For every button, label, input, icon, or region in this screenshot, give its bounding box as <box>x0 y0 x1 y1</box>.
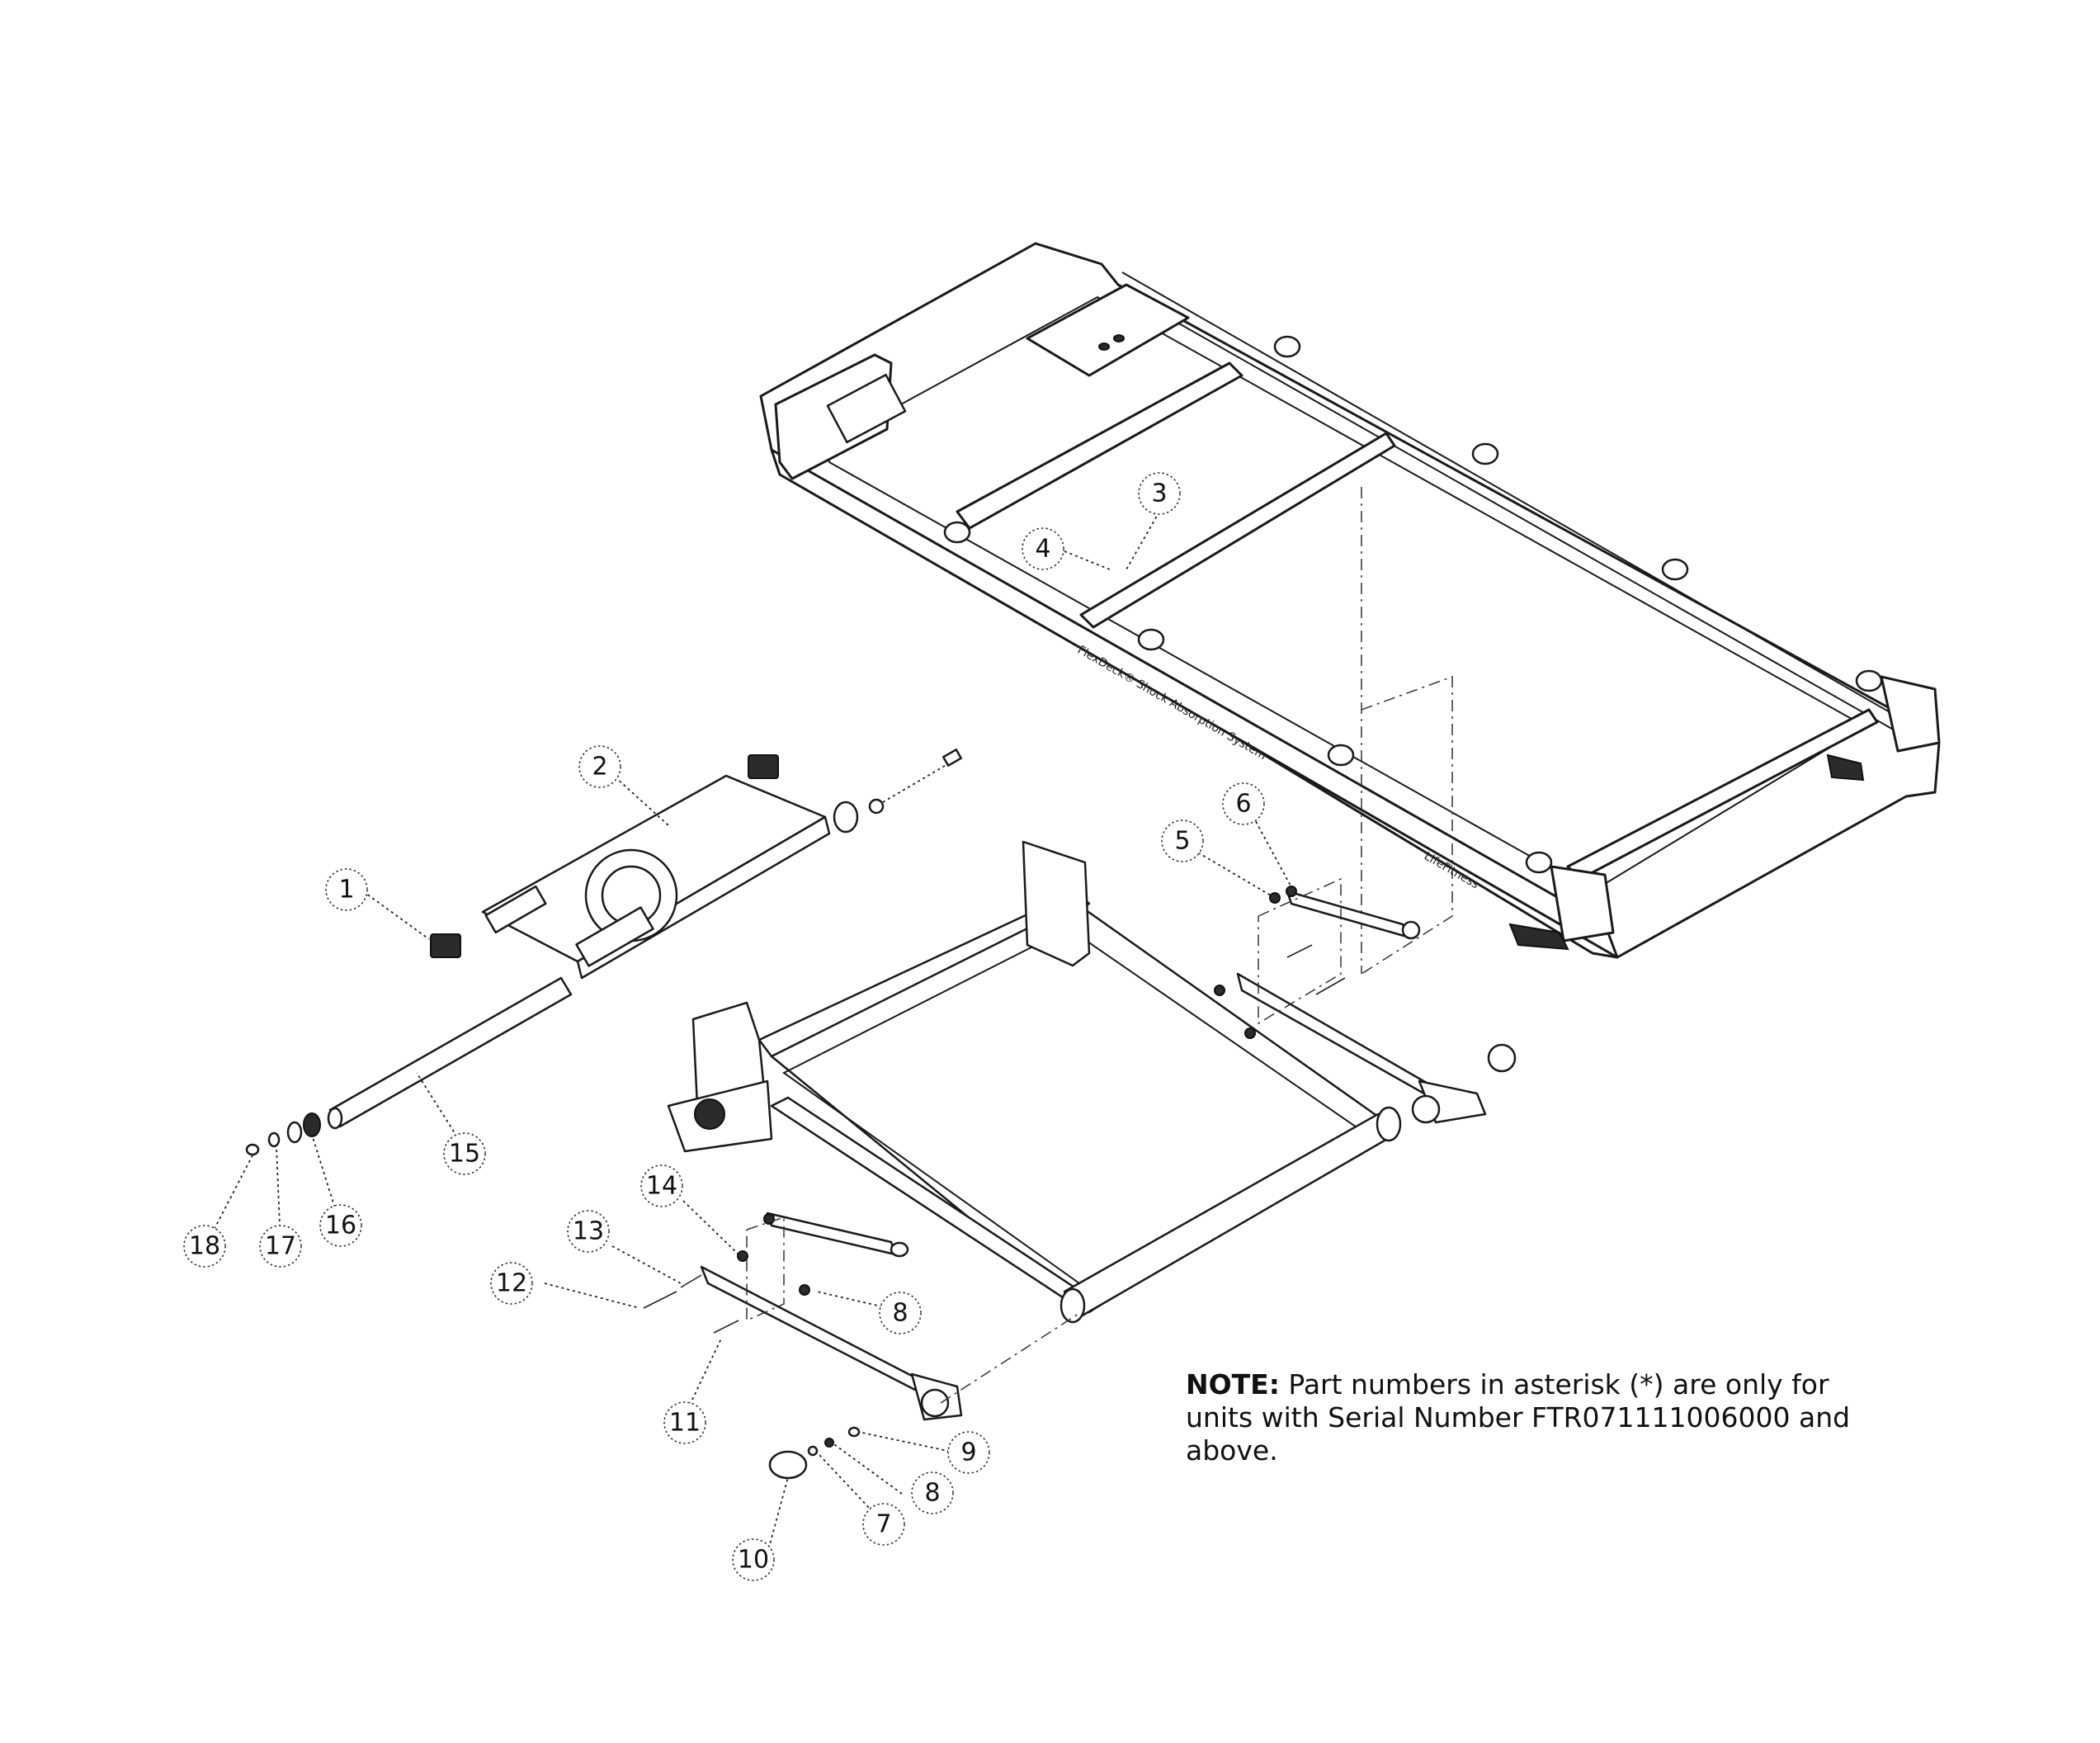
svg-text:15: 15 <box>449 1140 480 1169</box>
callout-2: 2 <box>578 745 621 788</box>
leader-lines <box>205 511 1292 1561</box>
svg-text:8: 8 <box>892 1299 908 1328</box>
callout-17: 17 <box>259 1225 302 1268</box>
svg-text:14: 14 <box>646 1172 677 1201</box>
svg-text:1: 1 <box>338 876 354 905</box>
pivot-assembly <box>430 749 963 980</box>
main-frame: FlexDeck® Shock Absorption System LifeFi… <box>759 242 1941 975</box>
lower-frame <box>667 840 1402 1324</box>
callout-12: 12 <box>490 1262 533 1305</box>
svg-text:5: 5 <box>1174 827 1190 856</box>
svg-text:12: 12 <box>496 1269 527 1298</box>
callout-18: 18 <box>183 1225 226 1268</box>
callout-8-lower: 8 <box>911 1471 954 1514</box>
right-link-arm <box>1214 877 1517 1124</box>
callout-14: 14 <box>640 1164 683 1207</box>
svg-text:16: 16 <box>325 1212 356 1240</box>
callout-13: 13 <box>567 1210 610 1253</box>
note-line-3: above. <box>1186 1434 1278 1467</box>
callout-9: 9 <box>947 1431 990 1474</box>
svg-text:13: 13 <box>573 1217 604 1246</box>
shaft <box>245 976 573 1156</box>
svg-text:18: 18 <box>189 1232 220 1261</box>
left-link-arm <box>643 1212 1082 1480</box>
callout-1: 1 <box>325 868 368 911</box>
callout-3: 3 <box>1138 472 1181 515</box>
callout-8-upper: 8 <box>879 1292 922 1334</box>
svg-text:3: 3 <box>1151 479 1167 508</box>
note-line-2: units with Serial Number FTR071111006000… <box>1186 1401 1851 1434</box>
svg-text:6: 6 <box>1235 790 1251 819</box>
serial-number-note: NOTE: Part numbers in asterisk (*) are o… <box>1186 1368 2011 1467</box>
note-heading: NOTE: <box>1186 1368 1280 1401</box>
svg-text:10: 10 <box>738 1546 769 1575</box>
callout-16: 16 <box>319 1204 362 1247</box>
svg-text:11: 11 <box>669 1409 701 1438</box>
svg-text:4: 4 <box>1035 535 1050 564</box>
note-line-1: Part numbers in asterisk (*) are only fo… <box>1279 1368 1829 1401</box>
callout-15: 15 <box>443 1132 486 1175</box>
callout-10: 10 <box>732 1538 775 1581</box>
svg-text:2: 2 <box>592 753 607 782</box>
svg-text:8: 8 <box>924 1479 940 1508</box>
svg-text:9: 9 <box>960 1438 976 1467</box>
callout-6: 6 <box>1222 782 1265 825</box>
callout-4: 4 <box>1022 527 1064 570</box>
svg-text:7: 7 <box>875 1510 891 1539</box>
svg-text:17: 17 <box>265 1232 296 1261</box>
callout-5: 5 <box>1161 820 1204 862</box>
callout-7: 7 <box>862 1503 905 1546</box>
callout-11: 11 <box>663 1401 706 1444</box>
